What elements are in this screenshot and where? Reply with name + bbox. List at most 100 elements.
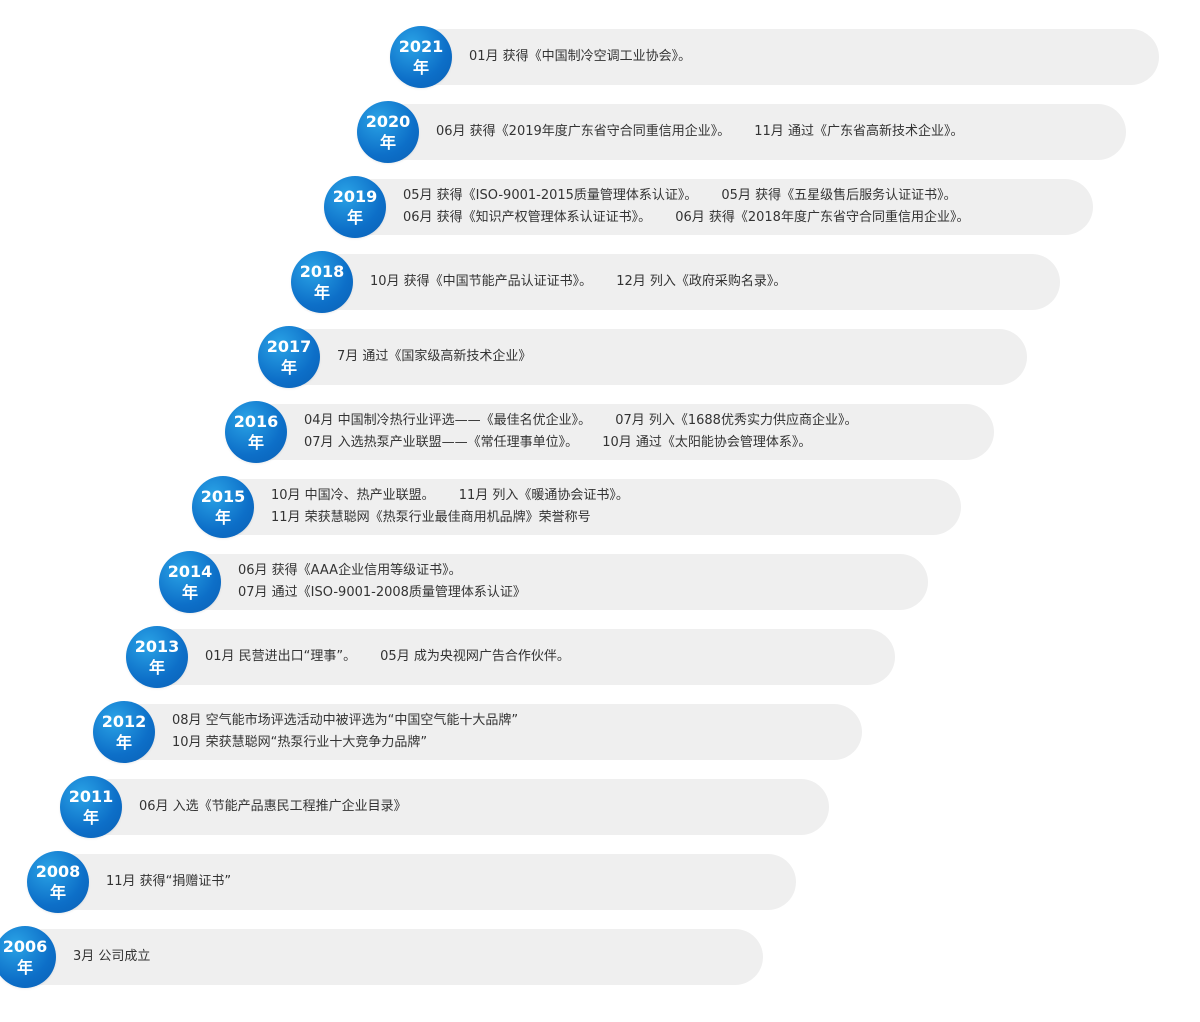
event-item: 06月 获得《知识产权管理体系认证证书》。: [403, 210, 652, 225]
timeline-bar: [37, 854, 796, 910]
year-number: 2016: [233, 412, 279, 431]
event-item: 11月 通过《广东省高新技术企业》。: [754, 124, 964, 139]
year-unit: 年: [16, 958, 33, 977]
event-line: 06月 获得《2019年度广东省守合同重信用企业》。 11月 通过《广东省高新技术…: [436, 121, 1106, 143]
year-number: 2020: [365, 112, 411, 131]
event-item: 06月 获得《AAA企业信用等级证书》。: [238, 563, 462, 578]
event-line: 10月 中国冷、热产业联盟。 11月 列入《暖通协会证书》。: [271, 485, 941, 507]
event-list: 04月 中国制冷热行业评选——《最佳名优企业》。07月 列入《1688优秀实力供…: [304, 401, 974, 463]
event-line: 06月 入选《节能产品惠民工程推广企业目录》: [139, 796, 809, 818]
timeline-row-2011: 2011 年 06月 入选《节能产品惠民工程推广企业目录》: [60, 776, 829, 838]
year-badge: 2019 年: [324, 176, 386, 238]
event-item: 05月 获得《ISO-9001-2015质量管理体系认证》。: [403, 188, 698, 203]
timeline-bar: [136, 629, 895, 685]
timeline-bar: [235, 404, 994, 460]
year-unit: 年: [82, 808, 99, 827]
event-item: 11月 荣获慧聪网《热泵行业最佳商用机品牌》荣誉称号: [271, 510, 591, 525]
event-item: 10月 中国冷、热产业联盟。: [271, 488, 435, 503]
year-unit: 年: [280, 358, 297, 377]
timeline-bar: [169, 554, 928, 610]
event-item: 7月 通过《国家级高新技术企业》: [337, 349, 532, 364]
year-badge: 2014 年: [159, 551, 221, 613]
event-line: 7月 通过《国家级高新技术企业》: [337, 346, 1007, 368]
event-item: 04月 中国制冷热行业评选——《最佳名优企业》。: [304, 413, 592, 428]
timeline-row-2021: 2021 年 01月 获得《中国制冷空调工业协会》。: [390, 26, 1159, 88]
event-item: 10月 通过《太阳能协会管理体系》。: [602, 435, 812, 450]
event-line: 04月 中国制冷热行业评选——《最佳名优企业》。07月 列入《1688优秀实力供…: [304, 410, 974, 432]
year-badge: 2017 年: [258, 326, 320, 388]
event-item: 07月 通过《ISO-9001-2008质量管理体系认证》: [238, 585, 526, 600]
year-unit: 年: [412, 58, 429, 77]
year-unit: 年: [214, 508, 231, 527]
event-line: 11月 获得“捐赠证书”: [106, 871, 776, 893]
event-line: 3月 公司成立: [73, 946, 743, 968]
event-item: 07月 入选热泵产业联盟——《常任理事单位》。: [304, 435, 579, 450]
year-number: 2021: [398, 37, 444, 56]
event-item: 11月 列入《暖通协会证书》。: [458, 488, 629, 503]
event-list: 10月 获得《中国节能产品认证证书》。 12月 列入《政府采购名录》。: [370, 251, 1040, 313]
event-list: 11月 获得“捐赠证书”: [106, 851, 776, 913]
event-item: 12月 列入《政府采购名录》。: [616, 274, 787, 289]
year-number: 2008: [35, 862, 81, 881]
event-line: 05月 获得《ISO-9001-2015质量管理体系认证》。 05月 获得《五星级…: [403, 185, 1073, 207]
event-line: 07月 入选热泵产业联盟——《常任理事单位》。 10月 通过《太阳能协会管理体系》…: [304, 432, 974, 454]
timeline-bar: [4, 929, 763, 985]
event-list: 06月 入选《节能产品惠民工程推广企业目录》: [139, 776, 809, 838]
event-list: 06月 获得《2019年度广东省守合同重信用企业》。 11月 通过《广东省高新技术…: [436, 101, 1106, 163]
year-number: 2014: [167, 562, 213, 581]
timeline-row-2017: 2017 年 7月 通过《国家级高新技术企业》: [258, 326, 1027, 388]
year-number: 2018: [299, 262, 345, 281]
event-list: 08月 空气能市场评选活动中被评选为“中国空气能十大品牌” 10月 荣获慧聪网“热…: [172, 701, 842, 763]
event-list: 10月 中国冷、热产业联盟。 11月 列入《暖通协会证书》。 11月 荣获慧聪网《热…: [271, 476, 941, 538]
event-list: 05月 获得《ISO-9001-2015质量管理体系认证》。 05月 获得《五星级…: [403, 176, 1073, 238]
event-item: 06月 获得《2019年度广东省守合同重信用企业》。: [436, 124, 731, 139]
year-badge: 2021 年: [390, 26, 452, 88]
year-unit: 年: [115, 733, 132, 752]
year-number: 2017: [266, 337, 312, 356]
year-unit: 年: [346, 208, 363, 227]
event-list: 06月 获得《AAA企业信用等级证书》。 07月 通过《ISO-9001-2008…: [238, 551, 908, 613]
timeline-bar: [70, 779, 829, 835]
event-item: 10月 获得《中国节能产品认证证书》。: [370, 274, 593, 289]
event-item: 01月 民营进出口“理事”。: [205, 649, 357, 664]
timeline-bar: [334, 179, 1093, 235]
year-number: 2015: [200, 487, 246, 506]
event-list: 7月 通过《国家级高新技术企业》: [337, 326, 1007, 388]
event-item: 10月 荣获慧聪网“热泵行业十大竞争力品牌”: [172, 735, 428, 750]
event-list: 3月 公司成立: [73, 926, 743, 988]
event-line: 01月 获得《中国制冷空调工业协会》。: [469, 46, 1139, 68]
event-item: 06月 入选《节能产品惠民工程推广企业目录》: [139, 799, 407, 814]
event-item: 08月 空气能市场评选活动中被评选为“中国空气能十大品牌”: [172, 713, 519, 728]
year-unit: 年: [148, 658, 165, 677]
timeline-row-2008: 2008 年 11月 获得“捐赠证书”: [27, 851, 796, 913]
event-item: 05月 成为央视网广告合作伙伴。: [380, 649, 570, 664]
event-line: 08月 空气能市场评选活动中被评选为“中国空气能十大品牌”: [172, 710, 842, 732]
event-line: 11月 荣获慧聪网《热泵行业最佳商用机品牌》荣誉称号: [271, 507, 941, 529]
event-list: 01月 民营进出口“理事”。 05月 成为央视网广告合作伙伴。: [205, 626, 875, 688]
event-list: 01月 获得《中国制冷空调工业协会》。: [469, 26, 1139, 88]
year-number: 2019: [332, 187, 378, 206]
year-badge: 2015 年: [192, 476, 254, 538]
year-number: 2011: [68, 787, 114, 806]
year-unit: 年: [49, 883, 66, 902]
year-unit: 年: [181, 583, 198, 602]
year-badge: 2008 年: [27, 851, 89, 913]
event-item: 01月 获得《中国制冷空调工业协会》。: [469, 49, 692, 64]
year-number: 2006: [2, 937, 48, 956]
event-item: 05月 获得《五星级售后服务认证证书》。: [721, 188, 957, 203]
year-badge: 2011 年: [60, 776, 122, 838]
event-line: 10月 获得《中国节能产品认证证书》。 12月 列入《政府采购名录》。: [370, 271, 1040, 293]
timeline-row-2015: 2015 年 10月 中国冷、热产业联盟。 11月 列入《暖通协会证书》。 11月 荣获…: [192, 476, 961, 538]
event-item: 11月 获得“捐赠证书”: [106, 874, 232, 889]
year-unit: 年: [247, 433, 264, 452]
event-item: 06月 获得《2018年度广东省守合同重信用企业》。: [675, 210, 970, 225]
event-line: 06月 获得《AAA企业信用等级证书》。: [238, 560, 908, 582]
